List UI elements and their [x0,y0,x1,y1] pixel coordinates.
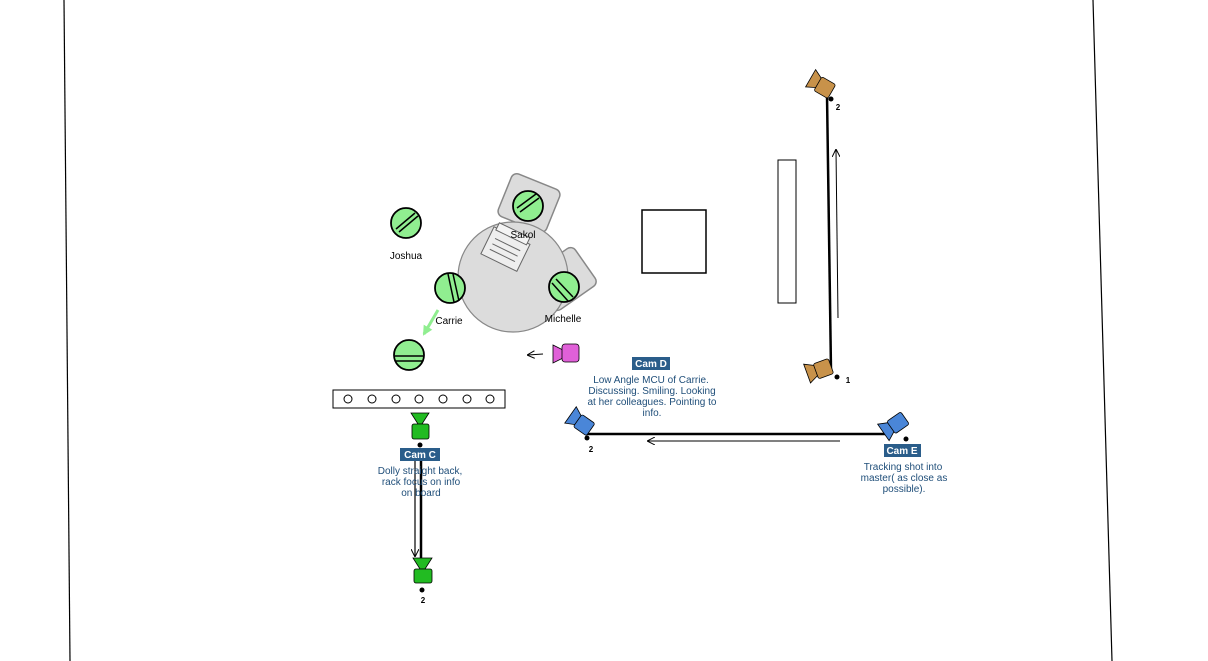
master-end-point [828,96,834,102]
actor-carrie: Carrie [434,272,466,327]
actor-sakol: Sakol [510,190,544,241]
camera-icon [803,358,834,384]
room-wall-left [63,0,71,661]
cam-e[interactable]: 2 Cam E Tracking shot into master( as cl… [564,405,948,495]
master-track [825,94,833,371]
cam-d-note-line-3: at her colleagues. Pointing to [588,397,717,408]
actor-label-carrie: Carrie [435,316,463,327]
cam-c-tag: Cam C [404,450,436,461]
cam-d-direction-arrow [528,354,544,355]
info-board [332,389,506,409]
camera-icon [564,405,595,436]
cam-e-note-line-2: master( as close as [861,473,948,484]
actor-label-sakol: Sakol [510,230,535,241]
cam-c-note-line-2: rack focus on info [382,477,461,488]
cam-c-tag-bg [400,448,440,461]
cam-c-note-line-1: Dolly straight back, [378,466,462,477]
cam-d-note-line-1: Low Angle MCU of Carrie. [593,375,709,386]
cam-c-end-mark: 2 [421,596,426,605]
cam-d-note-line-4: info. [643,408,662,419]
cam-e-note-line-1: Tracking shot into [864,462,943,473]
master-start-mark: 1 [846,376,851,385]
camera-icon [552,343,580,364]
actor-michelle: Michelle [545,271,582,325]
cam-e-note-line-3: possible). [883,484,926,495]
camera-icon [804,68,836,99]
actor-carrie-end-position [393,339,425,371]
master-direction-arrow [836,150,838,319]
square-prop [641,209,707,274]
master-start-point [834,374,840,380]
cam-d-tag: Cam D [635,359,667,370]
master-end-mark: 2 [836,103,841,112]
cam-d-note-line-2: Discussing. Smiling. Looking [588,386,715,397]
cam-c-note-line-3: on board [401,488,440,499]
cam-e-end-point [584,435,590,441]
laptop-icon [480,222,531,273]
tall-panel-prop [777,159,797,304]
cam-e-tag: Cam E [886,446,917,457]
master-camera[interactable]: 2 1 [803,68,851,385]
cam-e-start-point [903,436,909,442]
room-wall-right [1092,0,1113,661]
actor-label-michelle: Michelle [545,314,582,325]
actor-joshua: Joshua [390,207,423,262]
cam-e-tag-bg [884,444,921,457]
cam-e-end-mark: 2 [589,445,594,454]
cam-d-tag-bg [632,357,670,370]
camera-icon [412,557,433,593]
camera-icon [410,412,430,448]
camera-icon [876,412,909,442]
carrie-move-arrow [422,309,440,336]
cam-d[interactable]: Cam D Low Angle MCU of Carrie. Discussin… [528,343,717,419]
actor-label-joshua: Joshua [390,251,423,262]
cam-c[interactable]: Cam C Dolly straight back, rack focus on… [378,412,462,605]
